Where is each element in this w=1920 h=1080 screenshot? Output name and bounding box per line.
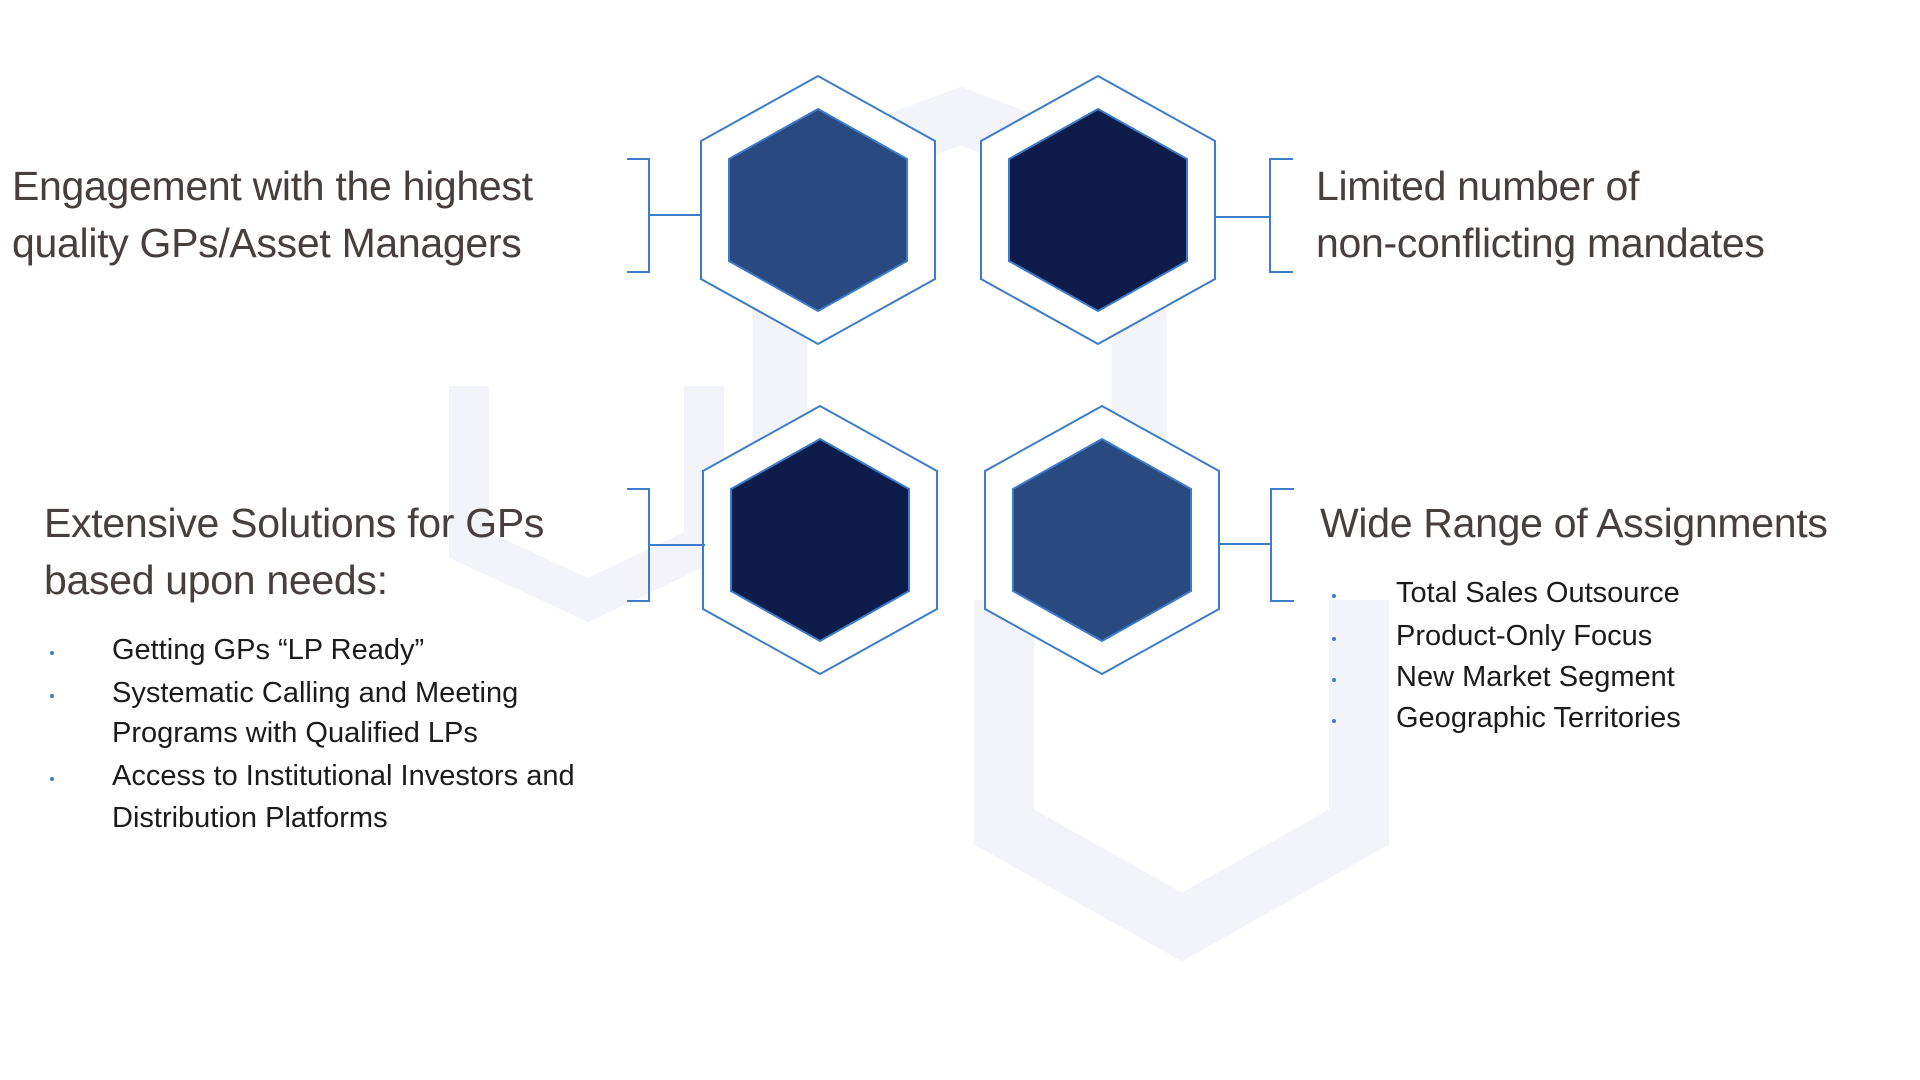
- hexagon-top-left: [728, 107, 908, 313]
- heading-line: Extensive Solutions for GPs: [44, 500, 545, 546]
- heading-line: Limited number of: [1316, 163, 1640, 209]
- heading-line: quality GPs/Asset Managers: [12, 220, 522, 266]
- bracket-top-right: [1269, 158, 1293, 273]
- connectors: [627, 158, 1294, 602]
- heading-line: based upon needs:: [44, 557, 388, 603]
- list-item-text: Access to Institutional Investors and: [112, 760, 575, 792]
- list-item: Geographic Territories: [1332, 698, 1681, 738]
- bullet-icon: [50, 694, 54, 698]
- hexagon-top-right: [1008, 107, 1188, 313]
- bullet-icon: [1332, 678, 1336, 682]
- bullet-icon: [1332, 719, 1336, 723]
- bracket-top-left: [627, 158, 650, 273]
- heading-wide-range: Wide Range of Assignments: [1320, 495, 1828, 552]
- list-item-text: Product-Only Focus: [1396, 620, 1653, 652]
- list-item-text: Getting GPs “LP Ready”: [112, 634, 425, 666]
- list-item-text: Systematic Calling and Meeting: [112, 677, 519, 709]
- heading-line: Wide Range of Assignments: [1320, 500, 1828, 546]
- hexagon-bottom-right: [1012, 437, 1192, 643]
- list-item: Product-Only Focus: [1332, 616, 1681, 656]
- solutions-list: Getting GPs “LP Ready” Systematic Callin…: [50, 630, 575, 840]
- heading-extensive-solutions: Extensive Solutions for GPs based upon n…: [44, 495, 544, 609]
- heading-quality-gps: Engagement with the highest quality GPs/…: [12, 158, 533, 272]
- list-item-text: Geographic Territories: [1396, 702, 1681, 734]
- assignments-list: Total Sales Outsource Product-Only Focus…: [1332, 573, 1681, 738]
- bullet-icon: [1332, 594, 1336, 598]
- list-item-text: Distribution Platforms: [112, 802, 388, 834]
- list-item: New Market Segment: [1332, 657, 1681, 697]
- list-item: Total Sales Outsource: [1332, 573, 1681, 613]
- bullet-icon: [50, 777, 54, 781]
- hexagon-bottom-left: [730, 437, 910, 643]
- background-hexagon-bottom-right: [974, 600, 1389, 962]
- bullet-icon: [1332, 637, 1336, 641]
- list-item-text: Programs with Qualified LPs: [112, 717, 478, 749]
- heading-limited-mandates: Limited number of non-conflicting mandat…: [1316, 158, 1765, 272]
- list-item: Getting GPs “LP Ready”: [50, 630, 575, 670]
- heading-line: Engagement with the highest: [12, 163, 533, 209]
- bullet-icon: [50, 651, 54, 655]
- list-item-text: New Market Segment: [1396, 661, 1675, 693]
- bracket-bottom-right: [1270, 488, 1294, 602]
- list-item-text: Total Sales Outsource: [1396, 577, 1680, 609]
- heading-line: non-conflicting mandates: [1316, 220, 1765, 266]
